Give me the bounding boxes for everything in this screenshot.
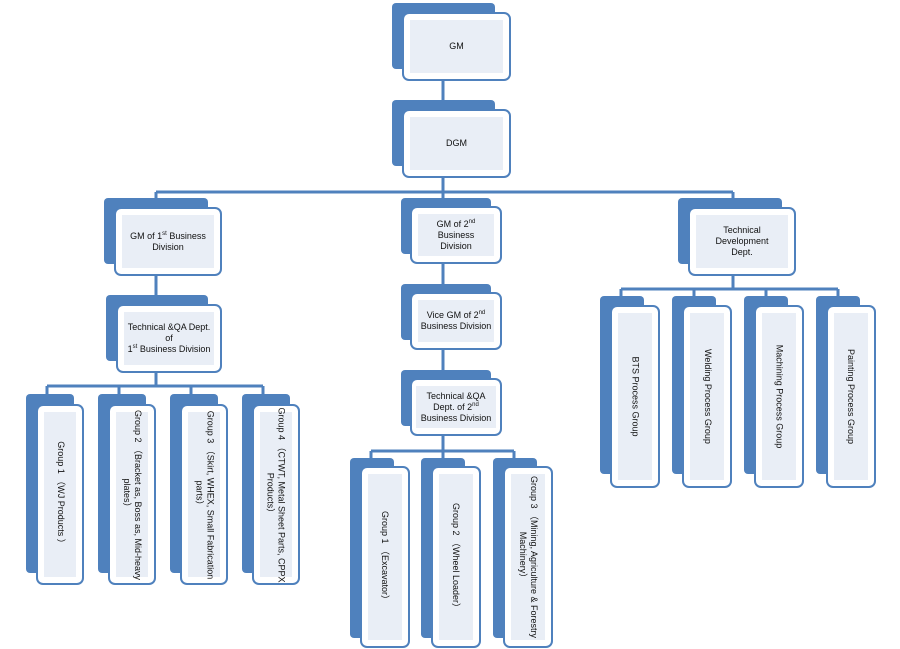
tech-group-painting-box: Painting Process Group [816,296,876,488]
div1-group-1-label: Group 1 （WJ Products ） [55,441,66,548]
div2-group-1-label: Group 1 （Excavator） [380,510,391,604]
tech-group-bts-box: BTS Process Group [600,296,660,488]
div2-group-1-box: Group 1 （Excavator） [350,458,410,648]
tech-group-machining-label: Machining Process Group [774,344,785,449]
gm-box: GM [392,3,511,81]
dgm-label: DGM [446,138,467,148]
gm-label: GM [449,41,464,51]
tech-group-machining-box: Machining Process Group [744,296,804,488]
tech-group-welding-box: Welding Process Group [672,296,732,488]
tech-group-welding-label: Welding Process Group [702,349,713,444]
div1-group-1-box: Group 1 （WJ Products ） [26,394,84,585]
div2-group-2-label: Group 2 （Wheel Loader） [451,502,462,612]
tech-group-bts-label: BTS Process Group [630,356,641,437]
div2-group-2-box: Group 2 （Wheel Loader） [421,458,481,648]
dgm-box: DGM [392,100,511,178]
tech-group-painting-label: Painting Process Group [846,348,857,445]
